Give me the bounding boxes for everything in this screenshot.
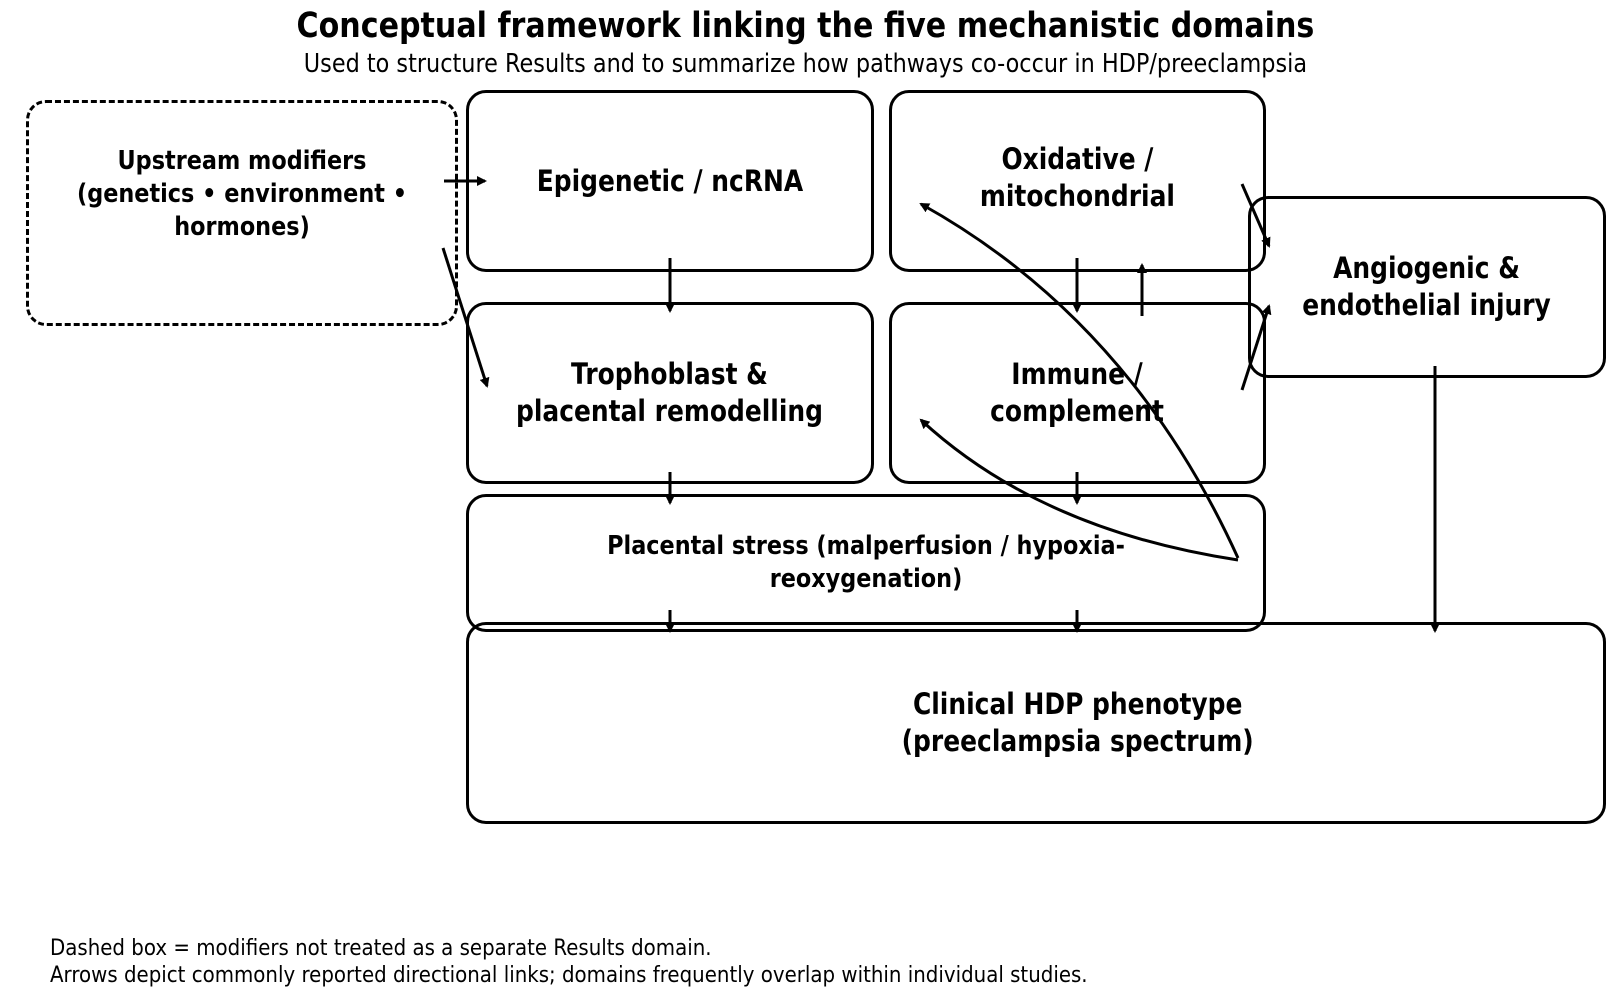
angiogenic-endothelial-box: Angiogenic & endothelial injury	[1248, 196, 1606, 378]
oxidative-mitochondrial-box: Oxidative / mitochondrial	[889, 90, 1266, 272]
clinical-phenotype-box: Clinical HDP phenotype (preeclampsia spe…	[466, 622, 1606, 824]
epigenetic-ncrna-box: Epigenetic / ncRNA	[466, 90, 874, 272]
footnote-dashed-box: Dashed box = modifiers not treated as a …	[50, 936, 712, 961]
clinical-phenotype-label: Clinical HDP phenotype (preeclampsia spe…	[901, 687, 1255, 758]
trophoblast-remodelling-label: Trophoblast & placental remodelling	[516, 357, 824, 428]
upstream-modifiers-label: Upstream modifiers (genetics • environme…	[76, 146, 408, 242]
placental-stress-label: Placental stress (malperfusion / hypoxia…	[607, 531, 1125, 594]
immune-complement-box: Immune / complement	[889, 302, 1266, 484]
angiogenic-endothelial-label: Angiogenic & endothelial injury	[1302, 251, 1552, 322]
immune-complement-label: Immune / complement	[990, 357, 1165, 428]
epigenetic-ncrna-label: Epigenetic / ncRNA	[536, 163, 804, 198]
footnote-arrows: Arrows depict commonly reported directio…	[50, 963, 1088, 988]
diagram-subtitle: Used to structure Results and to summari…	[303, 49, 1308, 79]
upstream-modifiers-box: Upstream modifiers (genetics • environme…	[26, 100, 458, 326]
oxidative-mitochondrial-label: Oxidative / mitochondrial	[979, 142, 1176, 213]
diagram-title: Conceptual framework linking the five me…	[296, 6, 1315, 46]
trophoblast-remodelling-box: Trophoblast & placental remodelling	[466, 302, 874, 484]
placental-stress-box: Placental stress (malperfusion / hypoxia…	[466, 494, 1266, 632]
